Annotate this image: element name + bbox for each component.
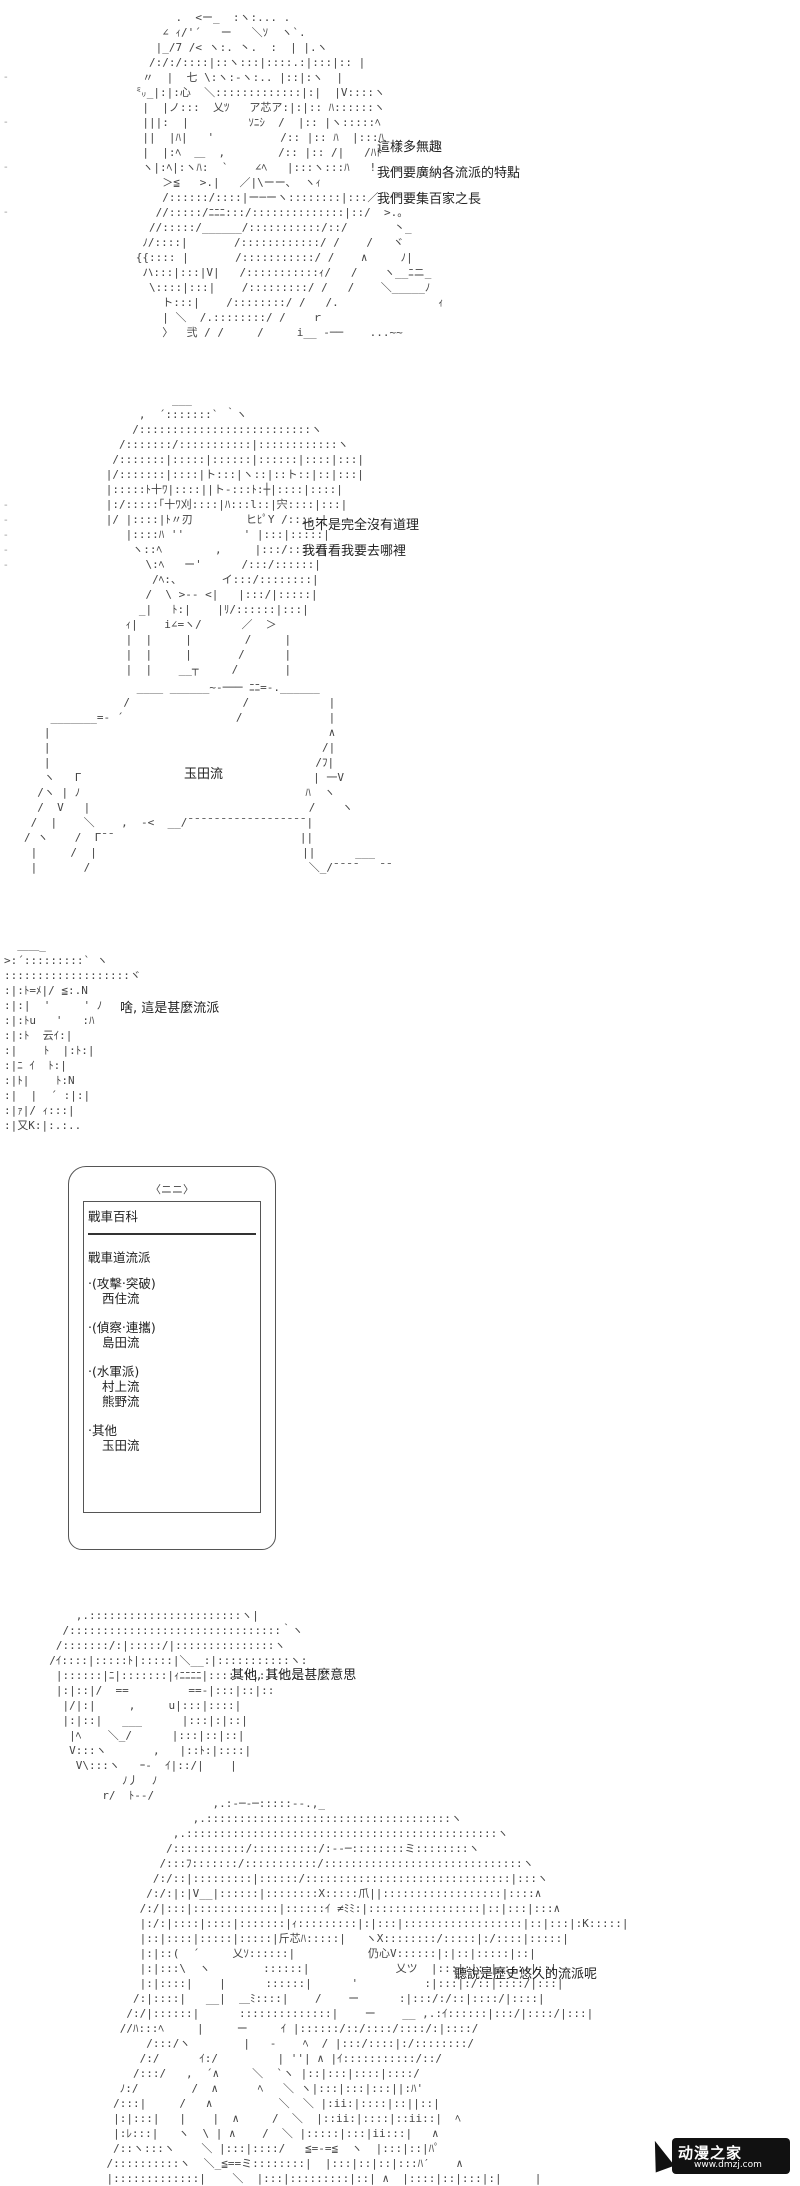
logo-mark-icon (645, 2137, 675, 2173)
screen-subtitle: 戰車道流派 (88, 1250, 151, 1265)
screen-divider (88, 1233, 256, 1235)
ascii-art-scroll: ____ ______~-─── ﾆﾆ=-.______ / / | _____… (24, 681, 393, 874)
watermark-logo: 动漫之家 www.dmzj.com (672, 2138, 790, 2174)
school-group: ‧(攻擊‧突破) 西住流 (84, 1276, 260, 1306)
group-item: 熊野流 (102, 1394, 140, 1409)
screen-title: 戰車百科 (88, 1209, 139, 1224)
phone-screen: 戰車百科 戰車道流派 ‧(攻擊‧突破) 西住流 ‧(偵察‧連攜) 島田流 ‧(水… (83, 1201, 261, 1513)
dialog-panel-2: 也不是完全沒有道理 我看看我要去哪裡 (302, 513, 419, 565)
dialog-panel-1: 這樣多無趣 我們要廣納各流派的特點 我們要集百家之長 (377, 135, 520, 213)
group-category: ‧(水軍派) (88, 1364, 140, 1379)
scroll-label: 玉田流 (184, 767, 224, 782)
watermark-text: 动漫之家 (678, 2144, 743, 2162)
smartphone: 〈ニニ〉 戰車百科 戰車道流派 ‧(攻擊‧突破) 西住流 ‧(偵察‧連攜) 島田… (68, 1166, 276, 1550)
margin-dots: - - - - - (4, 500, 8, 571)
ascii-art-character-1: . <ー_ :ヽ:... . ∠ ｨ/'´ ー ＼ｿ ヽ`. |_/7 /< ヽ… (135, 11, 444, 339)
dialog-line: 我看看我要去哪裡 (302, 544, 407, 559)
school-group: ‧(水軍派) 村上流 熊野流 (84, 1364, 260, 1409)
group-item: 島田流 (102, 1335, 140, 1350)
phone-speaker: 〈ニニ〉 (150, 1183, 194, 1196)
ascii-art-character-4: ,.:::::::::::::::::::::::ヽ| /:::::::::::… (49, 1609, 308, 1802)
group-item: 村上流 (102, 1379, 140, 1394)
group-category: ‧(攻擊‧突破) (88, 1276, 156, 1291)
dialog-panel-4: 啥, 這是甚麼流派 (120, 996, 219, 1022)
watermark-url: www.dmzj.com (694, 2160, 762, 2170)
school-group: ‧(偵察‧連攜) 島田流 (84, 1320, 260, 1350)
dialog-line: 其他, 其他是甚麼意思 (231, 1668, 357, 1683)
group-category: ‧(偵察‧連攜) (88, 1320, 156, 1335)
dialog-panel-7: 聽說是歷史悠久的流派呢 (454, 1962, 597, 1988)
ascii-art-character-2: ___ , ´:::::::` ｀ヽ /::::::::::::::::::::… (105, 393, 365, 676)
dialog-line: 也不是完全沒有道理 (302, 518, 420, 533)
group-item: 玉田流 (102, 1438, 140, 1453)
dialog-line: 我們要集百家之長 (377, 192, 482, 207)
group-item: 西住流 (102, 1291, 140, 1306)
dialog-line: 我們要廣納各流派的特點 (377, 166, 521, 181)
dialog-line: 啥, 這是甚麼流派 (120, 1001, 220, 1016)
dialog-line: 聽說是歷史悠久的流派呢 (454, 1967, 598, 1982)
ascii-art-character-3: ＿＿_ >:´:::::::::` ヽ :::::::::::::::::::ヾ… (4, 939, 141, 1132)
dialog-panel-6: 其他, 其他是甚麼意思 (231, 1663, 356, 1689)
ascii-art-character-5: ,.:-─‐─:::::‐-.,_ ,.::::::::::::::::::::… (106, 1797, 629, 2185)
dialog-line: 這樣多無趣 (377, 140, 443, 155)
school-group: ‧其他 玉田流 (84, 1423, 260, 1453)
margin-dots: - - - - (4, 72, 8, 218)
group-category: ‧其他 (88, 1423, 117, 1438)
